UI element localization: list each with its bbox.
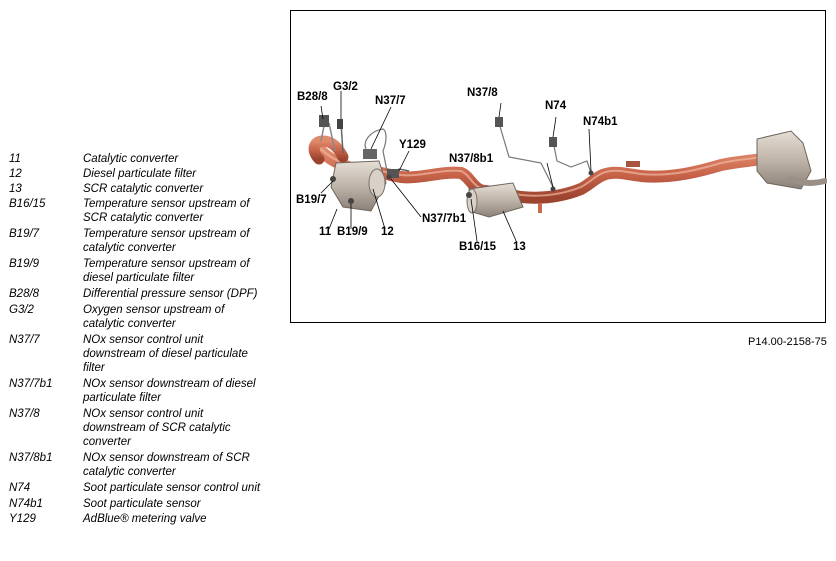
callout-n37-7b1: N37/7b1 <box>422 213 467 225</box>
legend-row-b16-15: B16/15 Temperature sensor upstream of SCR… <box>9 197 279 225</box>
n37-8-harness <box>498 122 554 188</box>
legend-code: N74b1 <box>9 498 43 510</box>
legend-desc: Soot particulate sensor control unit <box>83 482 261 494</box>
legend-row-13: 13 SCR catalytic converter <box>9 182 279 196</box>
legend-code: N37/8b1 <box>9 452 53 464</box>
legend-row-b19-9: B19/9 Temperature sensor upstream of dies… <box>9 257 279 285</box>
legend-code: N74 <box>9 482 31 494</box>
legend-row-b28-8: B28/8 Differential pressure sensor (DPF) <box>9 287 279 301</box>
legend-row-n74b1: N74b1 Soot particulate sensor <box>9 497 279 511</box>
exhaust-system-drawing <box>308 91 827 244</box>
exhaust-system-diagram: B28/8 G3/2 N37/7 Y129 N37/8 N74 N74b1 N3… <box>290 10 827 323</box>
n74-control-unit <box>549 137 557 147</box>
legend-row-n37-7: N37/7 NOx sensor control unit downstream … <box>9 333 279 375</box>
legend-row-y129: Y129 AdBlue® metering valve <box>9 512 279 526</box>
n37-7-control-unit <box>363 149 377 159</box>
n74-harness <box>552 140 592 174</box>
callout-g3-2: G3/2 <box>333 81 358 93</box>
legend-row-g3-2: G3/2 Oxygen sensor upstream of catalytic … <box>9 303 279 331</box>
legend-row-11: 11 Catalytic converter <box>9 152 279 166</box>
callout-11: 11 <box>319 226 332 238</box>
legend-desc: NOx sensor control unit downstream of SC… <box>83 408 231 448</box>
callout-y129: Y129 <box>399 139 426 151</box>
dpf-end-cap <box>368 168 386 198</box>
legend-code: N37/7 <box>9 334 40 346</box>
b28-8-sensor <box>319 115 329 127</box>
n37-8-control-unit <box>495 117 503 127</box>
callout-b16-15: B16/15 <box>459 241 497 253</box>
legend-desc: Temperature sensor upstream of diesel pa… <box>83 258 250 284</box>
legend-code: Y129 <box>9 513 36 525</box>
legend-row-n37-7b1: N37/7b1 NOx sensor downstream of diesel p… <box>9 377 279 405</box>
callout-b19-9: B19/9 <box>337 226 368 238</box>
legend-code: B19/7 <box>9 228 40 240</box>
b16-15-sensor <box>466 192 472 198</box>
callout-n37-8: N37/8 <box>467 87 498 99</box>
callout-n37-8b1: N37/8b1 <box>449 153 494 165</box>
n74b1-sensor <box>588 170 594 176</box>
hanger-bracket <box>538 203 542 213</box>
hanger-bracket <box>626 161 640 167</box>
callout-b19-7: B19/7 <box>296 194 327 206</box>
callout-n74b1: N74b1 <box>583 116 618 128</box>
legend-desc: NOx sensor downstream of diesel particul… <box>83 378 256 404</box>
legend-code: N37/7b1 <box>9 378 53 390</box>
callout-n37-7: N37/7 <box>375 95 406 107</box>
g3-2-sensor <box>337 119 343 129</box>
leader-lines <box>320 91 592 244</box>
callout-n74: N74 <box>545 100 567 112</box>
legend-desc: Soot particulate sensor <box>83 498 201 510</box>
legend-code: 13 <box>9 183 22 195</box>
callout-12: 12 <box>381 226 394 238</box>
legend-desc: Diesel particulate filter <box>83 168 197 180</box>
legend-row-n37-8: N37/8 NOx sensor control unit downstream … <box>9 407 279 449</box>
legend: 11 Catalytic converter 12 Diesel particula… <box>9 152 279 527</box>
n37-7-harness <box>364 128 388 172</box>
legend-code: 11 <box>9 153 21 165</box>
legend-row-12: 12 Diesel particulate filter <box>9 167 279 181</box>
callout-b28-8: B28/8 <box>297 91 328 103</box>
legend-desc: NOx sensor control unit downstream of di… <box>83 334 248 374</box>
legend-desc: AdBlue® metering valve <box>83 513 207 525</box>
legend-desc: NOx sensor downstream of SCR catalytic c… <box>83 452 250 478</box>
turbo-outlet-pipe <box>308 135 349 165</box>
legend-row-n37-8b1: N37/8b1 NOx sensor downstream of SCR cata… <box>9 451 279 479</box>
legend-desc: Oxygen sensor upstream of catalytic conv… <box>83 304 225 330</box>
y129-valve <box>387 169 399 178</box>
legend-code: N37/8 <box>9 408 40 420</box>
legend-code: G3/2 <box>9 304 34 316</box>
callout-13: 13 <box>513 241 526 253</box>
legend-desc: Temperature sensor upstream of SCR catal… <box>83 198 250 224</box>
figure-reference: P14.00-2158-75 <box>748 336 827 348</box>
legend-code: B16/15 <box>9 198 46 210</box>
b19-9-sensor <box>348 198 354 204</box>
legend-desc: Temperature sensor upstream of catalytic… <box>83 228 250 254</box>
legend-desc: Catalytic converter <box>83 153 179 165</box>
legend-desc: SCR catalytic converter <box>83 183 204 195</box>
legend-row-n74: N74 Soot particulate sensor control unit <box>9 481 279 495</box>
n37-8b1-sensor <box>550 186 556 192</box>
legend-code: B19/9 <box>9 258 40 270</box>
exhaust-pipe <box>315 145 767 204</box>
b19-7-sensor <box>330 176 336 182</box>
legend-row-b19-7: B19/7 Temperature sensor upstream of cata… <box>9 227 279 255</box>
legend-desc: Differential pressure sensor (DPF) <box>83 288 258 300</box>
legend-code: B28/8 <box>9 288 40 300</box>
exhaust-pipe-highlight <box>320 148 762 197</box>
tailpipe <box>788 176 827 186</box>
legend-code: 12 <box>9 168 22 180</box>
n37-7b1-sensor <box>386 174 392 180</box>
